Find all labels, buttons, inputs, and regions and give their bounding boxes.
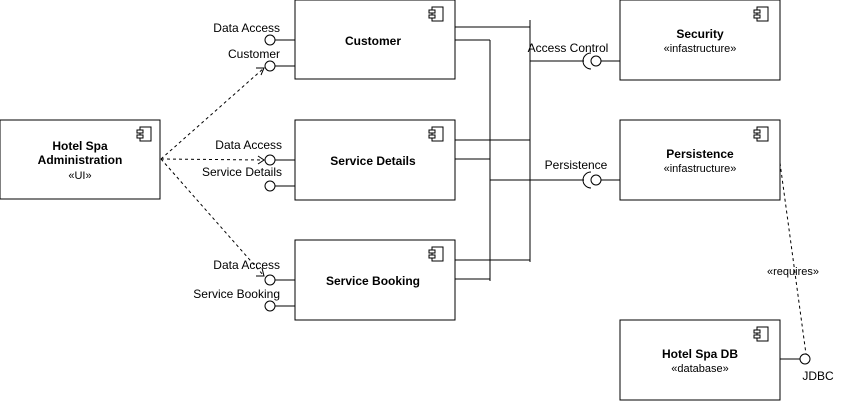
persistence-socket [582, 171, 620, 189]
component-customer[interactable]: Customer [294, 0, 456, 80]
requires-dependency [779, 162, 811, 365]
component-persistence[interactable]: Persistence «infastructure» [619, 119, 781, 201]
label-jdbc: JDBC [802, 369, 834, 383]
component-name: Hotel Spa DB [662, 347, 738, 361]
label-booking-data-access: Data Access [213, 258, 280, 272]
jdbc-interface [799, 353, 811, 365]
customer-data-access-interface [264, 34, 276, 46]
label-customer-data-access: Data Access [213, 21, 280, 35]
label-requires: «requires» [767, 266, 819, 278]
dependency-to-customer [160, 67, 265, 160]
label-details-data-access: Data Access [215, 138, 282, 152]
interface-labels: Data Access Customer Data Access Service… [193, 21, 834, 383]
ui-dependencies [160, 67, 265, 277]
label-details-service-details: Service Details [202, 165, 282, 179]
component-name: Security [676, 27, 724, 41]
component-name: Persistence [666, 147, 734, 161]
component-name: Customer [345, 34, 401, 48]
assembly-connectors [455, 20, 584, 281]
booking-service-booking-interface [264, 300, 276, 312]
component-stereotype: «infastructure» [664, 163, 737, 175]
component-stereotype: «infastructure» [664, 43, 737, 55]
label-booking-service-booking: Service Booking [193, 287, 280, 301]
interface-lollipops [264, 34, 295, 312]
label-customer-customer: Customer [228, 47, 280, 61]
component-service-booking[interactable]: Service Booking [294, 239, 456, 321]
component-name: Service Booking [326, 274, 420, 288]
booking-data-access-interface [264, 274, 276, 286]
label-access-control: Access Control [528, 41, 609, 55]
details-service-details-interface [264, 180, 276, 192]
component-security[interactable]: Security «infastructure» [619, 0, 781, 81]
access-control-socket [582, 52, 620, 70]
dependency-to-service-details [160, 158, 265, 161]
component-service-details[interactable]: Service Details [294, 119, 456, 201]
label-persistence: Persistence [545, 158, 608, 172]
component-stereotype: «UI» [68, 170, 91, 182]
component-name-line1: Hotel Spa [52, 139, 108, 153]
dependency-to-service-booking [160, 158, 265, 277]
component-hotel-spa-administration[interactable]: Hotel Spa Administration «UI» [0, 119, 161, 200]
details-data-access-interface [264, 154, 276, 166]
component-stereotype: «database» [671, 363, 729, 375]
component-name: Service Details [330, 154, 416, 168]
component-name-line2: Administration [38, 153, 123, 167]
customer-customer-interface [264, 60, 276, 72]
component-hotel-spa-db[interactable]: Hotel Spa DB «database» [619, 319, 781, 401]
